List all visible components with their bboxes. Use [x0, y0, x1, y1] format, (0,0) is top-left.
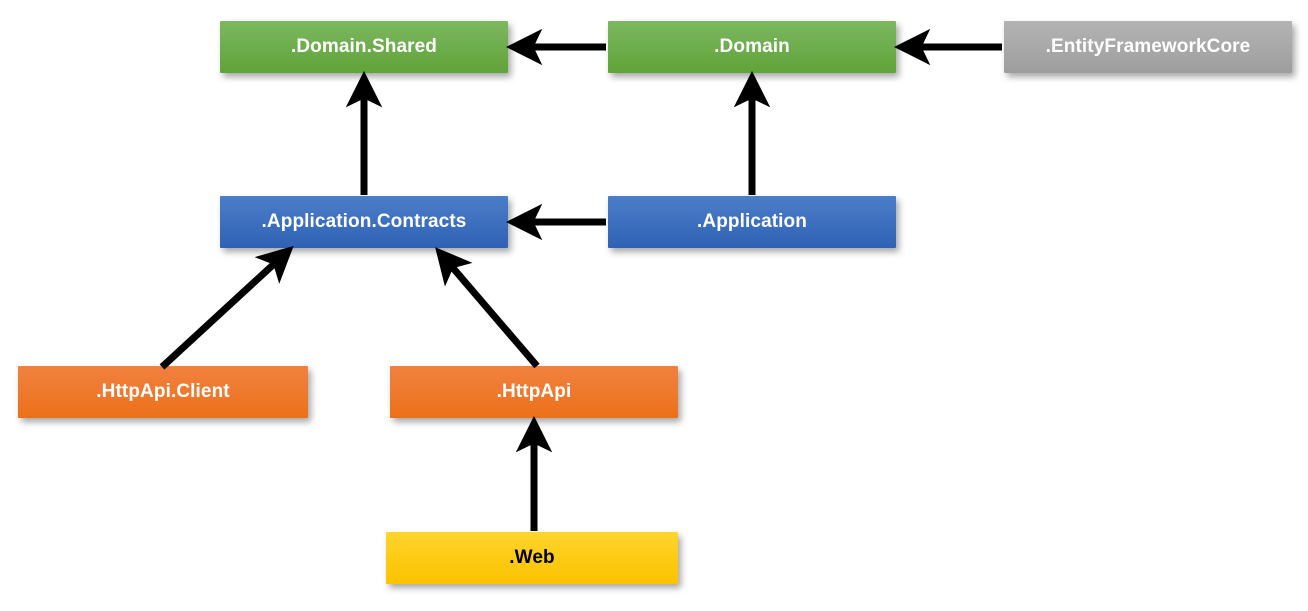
- node-entity-framework-core[interactable]: .EntityFrameworkCore: [1004, 21, 1292, 73]
- node-application-contracts[interactable]: .Application.Contracts: [220, 196, 508, 248]
- node-httpapi-client[interactable]: .HttpApi.Client: [18, 366, 308, 418]
- edge-httpapi-to-application-contracts: [435, 247, 540, 369]
- node-application[interactable]: .Application: [608, 196, 896, 248]
- node-domain[interactable]: .Domain: [608, 21, 896, 73]
- dependency-edges: [159, 28, 1002, 531]
- edge-httpapi-client-to-application-contracts: [159, 245, 294, 370]
- node-domain-shared[interactable]: .Domain.Shared: [220, 21, 508, 73]
- node-web[interactable]: .Web: [386, 532, 678, 584]
- node-httpapi[interactable]: .HttpApi: [390, 366, 678, 418]
